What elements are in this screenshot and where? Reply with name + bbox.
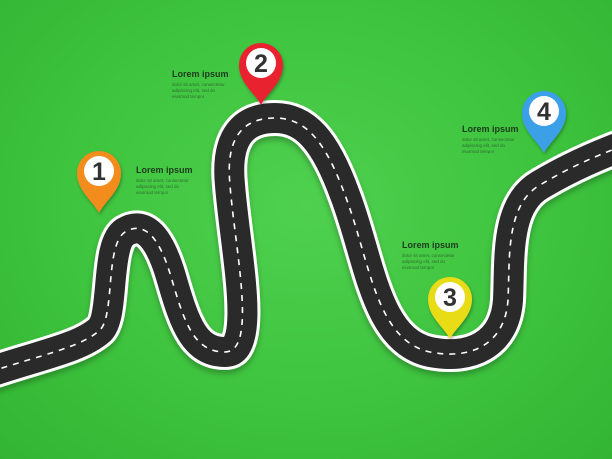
milestone-2-label: Lorem ipsum dolor sit amet, consectetur … — [172, 69, 282, 100]
pin-3[interactable]: 3 — [428, 277, 472, 339]
pin-2-face — [246, 48, 276, 78]
milestone-1-text: dolor sit amet, consectetur adipiscing e… — [136, 178, 189, 195]
milestone-3-label: Lorem ipsum dolor sit amet, consectetur … — [402, 240, 512, 271]
milestone-3-title: Lorem ipsum — [402, 240, 459, 250]
milestone-4-label: Lorem ipsum dolor sit amet, consectetur … — [462, 124, 572, 155]
pin-4-face — [529, 96, 559, 126]
milestone-2-title: Lorem ipsum — [172, 69, 229, 79]
pin-4-number: 4 — [537, 98, 551, 126]
pin-1[interactable]: 1 — [77, 151, 121, 213]
pin-2-number: 2 — [254, 50, 268, 78]
milestone-2-text: dolor sit amet, consectetur adipiscing e… — [172, 82, 225, 99]
pin-4[interactable]: 4 — [522, 91, 566, 153]
pin-3-face — [435, 282, 465, 312]
milestone-3-text: dolor sit amet, consectetur adipiscing e… — [402, 253, 455, 270]
pin-1-number: 1 — [92, 158, 106, 186]
milestone-1-label: Lorem ipsum dolor sit amet, consectetur … — [136, 165, 246, 196]
lane-marking — [0, 117, 612, 370]
pin-3-number: 3 — [443, 284, 457, 312]
milestone-4-title: Lorem ipsum — [462, 124, 519, 134]
pin-2[interactable]: 2 — [239, 43, 283, 105]
milestone-1-title: Lorem ipsum — [136, 165, 193, 175]
pin-1-face — [84, 156, 114, 186]
milestone-4-text: dolor sit amet, consectetur adipiscing e… — [462, 137, 515, 154]
